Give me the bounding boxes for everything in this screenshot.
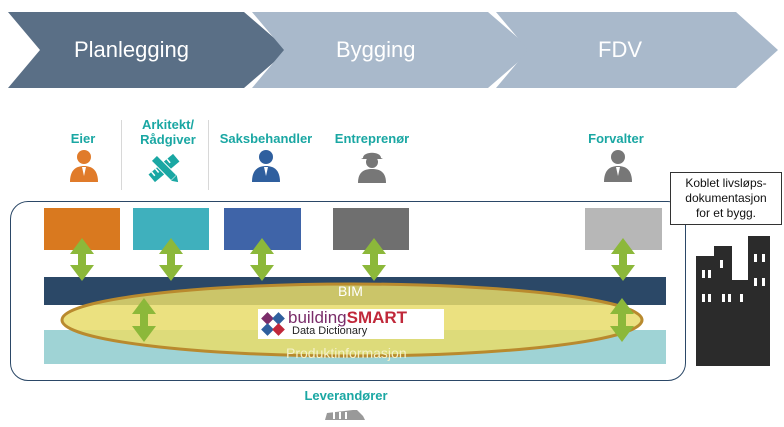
chevron-planlegging [8,12,288,88]
worker-helmet-icon [358,152,386,183]
column-divider [208,120,209,190]
phase-label-planlegging: Planlegging [74,37,189,62]
role-label-entreprenor: Entreprenør [334,131,410,146]
buildingsmart-logo: buildingSMART Data Dictionary [258,309,444,339]
callout-box: Koblet livsløps- dokumentasjon for et by… [670,172,782,225]
column-divider [121,120,122,190]
arrow-entreprenor [362,238,386,281]
truck-icon [325,410,365,420]
role-label-arkitekt: Arkitekt/ Rådgiver [140,117,196,147]
logo-part-building: building [288,308,347,327]
supplier-label: Leverandører [304,388,388,403]
arrow-eier [70,238,94,281]
building-icon [696,236,770,366]
arrow-forvalter [611,238,635,281]
produkt-label: Produktinformasjon [286,345,407,361]
logo-subtitle: Data Dictionary [292,325,368,337]
lifecycle-container [10,201,686,381]
phase-label-bygging: Bygging [336,37,416,62]
role-label-saksbehandler: Saksbehandler [219,131,313,146]
forvalter-person-icon [604,150,632,182]
buildingsmart-logo-icon [261,312,285,336]
arrow-arkitekt [159,238,183,281]
logo-part-smart: SMART [346,308,408,327]
buildingsmart-wordmark: buildingSMART [288,309,407,327]
eier-person-icon [70,150,98,182]
drafting-tools-icon [148,153,180,183]
chevron-fdv [496,12,778,88]
arrow-saksbehandler [250,238,274,281]
arrow-bim-produkt-left [132,298,156,342]
phase-label-fdv: FDV [598,37,642,62]
arrow-bim-produkt-right [610,298,634,342]
bim-label: BIM [338,283,363,299]
role-label-eier: Eier [70,131,96,146]
phase-chevrons [8,12,778,88]
chevron-bygging [252,12,532,88]
saksbehandler-person-icon [252,150,280,182]
role-label-forvalter: Forvalter [588,131,644,146]
